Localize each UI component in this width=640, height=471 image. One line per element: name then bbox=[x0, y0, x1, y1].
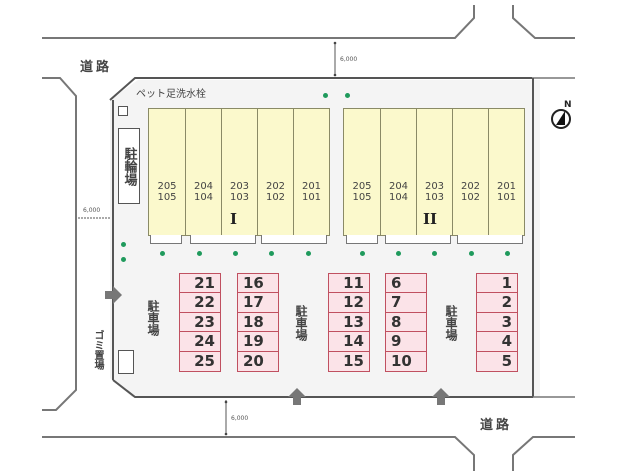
parking-slot: 18 bbox=[237, 311, 279, 333]
parking-label-center: 駐車場 bbox=[294, 305, 308, 341]
pet-wash-faucet-icon bbox=[118, 106, 128, 116]
parking-slot: 13 bbox=[328, 311, 370, 333]
parking-slot: 14 bbox=[328, 331, 370, 352]
parking-slot: 7 bbox=[385, 292, 427, 313]
pet-wash-label: ペット足洗水栓 bbox=[136, 89, 206, 100]
parking-slot: 9 bbox=[385, 331, 427, 352]
parking-slot: 11 bbox=[328, 272, 370, 294]
road-width-bottom: 6,000 bbox=[231, 415, 249, 422]
building-number-II: II bbox=[423, 210, 438, 228]
parking-slot: 15 bbox=[328, 350, 370, 372]
parking-column-11-15: 11 12 13 14 15 bbox=[328, 272, 370, 372]
parking-slot: 19 bbox=[237, 331, 279, 352]
parking-slot: 20 bbox=[237, 350, 279, 372]
parking-slot: 2 bbox=[476, 292, 518, 313]
parking-column-1-5: 1 2 3 4 5 bbox=[476, 272, 518, 372]
road-label-top: 道路 bbox=[80, 60, 113, 75]
compass-label: N bbox=[564, 100, 572, 110]
parking-slot: 1 bbox=[476, 272, 518, 294]
parking-slot: 3 bbox=[476, 311, 518, 333]
garbage-area bbox=[118, 350, 134, 374]
parking-slot: 16 bbox=[237, 272, 279, 294]
parking-slot: 17 bbox=[237, 292, 279, 313]
parking-slot: 12 bbox=[328, 292, 370, 313]
bicycle-parking-label: 駐輪場 bbox=[121, 146, 137, 186]
parking-slot: 6 bbox=[385, 272, 427, 294]
parking-label-right: 駐車場 bbox=[444, 305, 458, 341]
parking-slot: 25 bbox=[179, 350, 221, 372]
bicycle-parking: 駐輪場 bbox=[118, 128, 140, 204]
parking-column-6-10: 6 7 8 9 10 bbox=[385, 272, 427, 372]
parking-column-21-25: 21 22 23 24 25 bbox=[179, 272, 221, 372]
parking-label-left: 駐車場 bbox=[146, 300, 160, 336]
parking-slot: 24 bbox=[179, 331, 221, 352]
parking-slot: 8 bbox=[385, 311, 427, 333]
parking-slot: 23 bbox=[179, 311, 221, 333]
road-width-left: 6,000 bbox=[83, 207, 101, 214]
compass-north-icon: N bbox=[550, 97, 576, 135]
road-width-top: 6,000 bbox=[340, 56, 358, 63]
parking-slot: 10 bbox=[385, 350, 427, 372]
parking-slot: 22 bbox=[179, 292, 221, 313]
garbage-area-label: ゴミ置場 bbox=[92, 330, 103, 370]
building-number-I: I bbox=[230, 210, 238, 228]
road-label-bottom: 道路 bbox=[480, 418, 513, 433]
parking-slot: 5 bbox=[476, 350, 518, 372]
parking-slot: 21 bbox=[179, 272, 221, 294]
parking-slot: 4 bbox=[476, 331, 518, 352]
parking-column-16-20: 16 17 18 19 20 bbox=[237, 272, 279, 372]
